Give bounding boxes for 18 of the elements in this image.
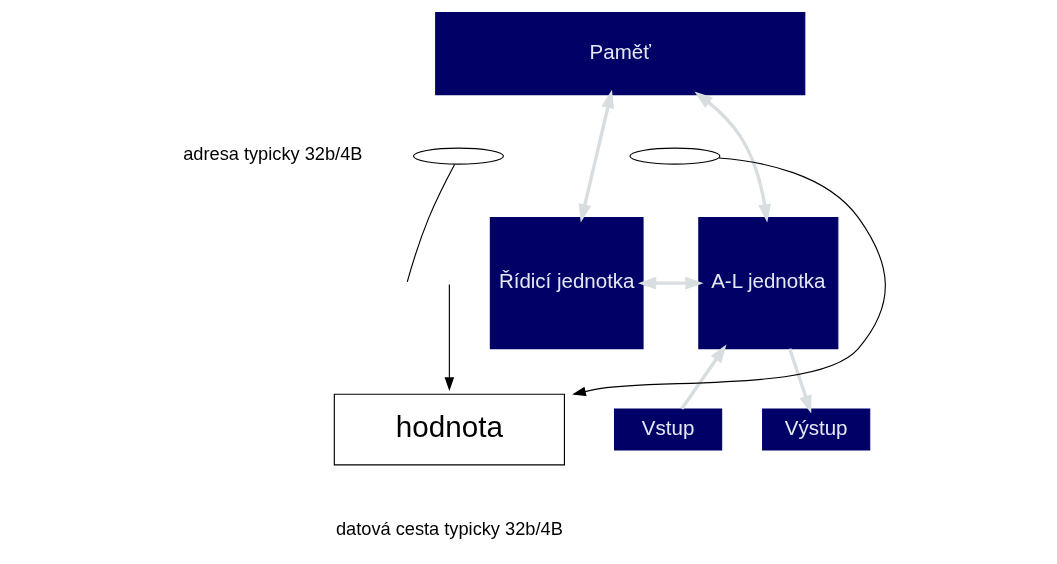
arrow (637, 276, 704, 290)
arrow (578, 89, 614, 223)
arrow (444, 283, 454, 392)
arrow (571, 157, 886, 397)
node-ellipse (412, 147, 504, 165)
label: adresa typicky 32b/4B (182, 144, 362, 165)
arrow (679, 344, 726, 410)
node-box: Řídicí jednotka (489, 217, 644, 350)
node-box: Výstup (761, 408, 870, 451)
arrow (787, 348, 812, 414)
arrow (693, 91, 771, 223)
node-box: Vstup (613, 408, 722, 451)
node-box: A-L jednotka (697, 217, 838, 350)
node-box: Paměť (434, 12, 805, 96)
label: datová cesta typicky 32b/4B (335, 519, 563, 540)
node-ellipse (628, 147, 720, 165)
connector (406, 163, 455, 283)
node-box: hodnota (333, 393, 565, 466)
